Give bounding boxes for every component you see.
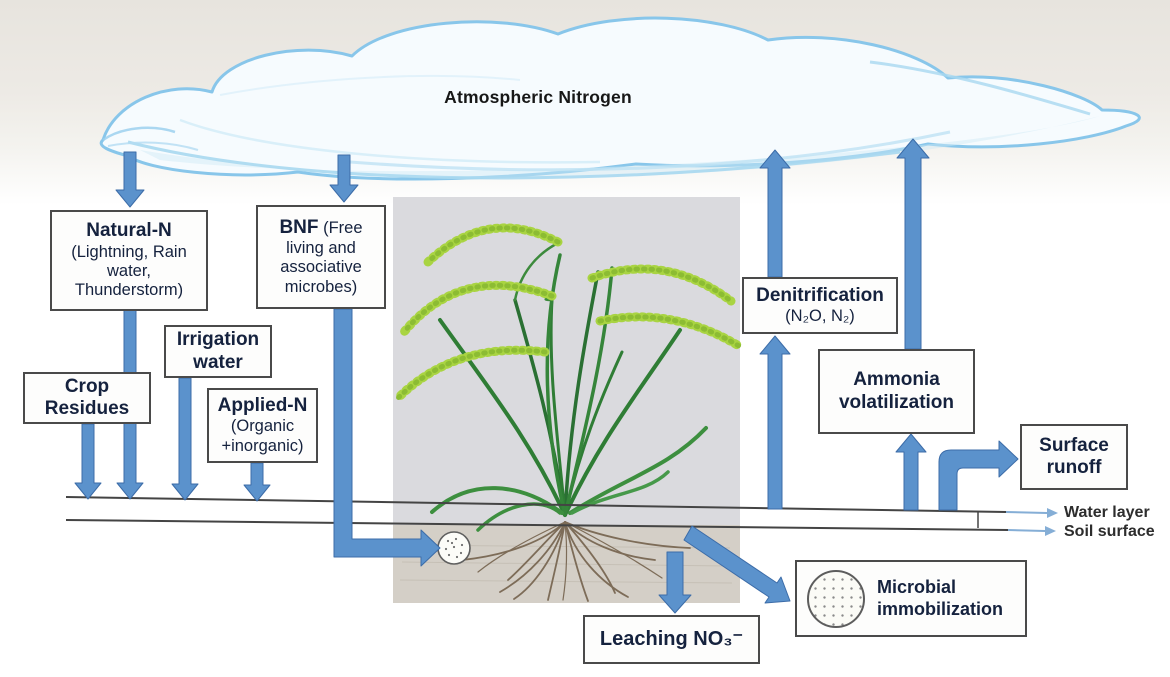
box-bnf: BNF (Free living and associative microbe… <box>256 205 386 309</box>
cloud-shape <box>99 16 1141 181</box>
arrow-soil-to-ammonia <box>895 433 927 511</box>
cloud-swirl <box>102 126 176 142</box>
water-layer-pointer <box>1005 511 1048 514</box>
denitrification-title: Denitrification <box>756 284 884 306</box>
arrow-irrigation-to-soil <box>171 377 199 501</box>
ammonia-volatilization-label: Ammonia volatilization <box>838 369 955 413</box>
cloud-wisp <box>179 118 601 164</box>
box-crop-residues: Crop Residues <box>23 372 151 424</box>
arrow-water-to-surface-runoff <box>938 440 1019 511</box>
rice-plant <box>430 241 708 532</box>
rice-panicles <box>393 223 744 403</box>
soil-surface-label: Soil surface <box>1064 523 1155 540</box>
ground-lines <box>65 496 1058 536</box>
arrow-cloud-to-natural-n <box>115 151 145 208</box>
leaching-no3-label: Leaching NO₃⁻ <box>599 627 744 650</box>
soil-surface-pointer-head <box>1045 526 1056 536</box>
arrow-bnf-to-soil-microbes <box>333 308 441 567</box>
cloud-wisp <box>349 130 951 172</box>
box-leaching-no3: Leaching NO₃⁻ <box>583 615 760 664</box>
box-microbial-immobilization: Microbial immobilization <box>795 560 1027 637</box>
arrow-crop-residues-to-soil <box>74 423 102 500</box>
arrow-denitrification-to-cloud <box>759 149 791 278</box>
arrow-root-zone-to-leaching <box>658 551 692 614</box>
box-natural-n: Natural-N (Lightning, Rain water, Thunde… <box>50 210 208 311</box>
box-irrigation-water: Irrigation water <box>164 325 272 378</box>
water-layer-pointer-head <box>1047 508 1058 518</box>
natural-n-sub: (Lightning, Rain water, Thunderstorm) <box>71 242 187 300</box>
surface-runoff-label: Surface runoff <box>1039 434 1109 478</box>
box-surface-runoff: Surface runoff <box>1020 424 1128 490</box>
bnf-title: BNF <box>279 216 319 238</box>
box-applied-n: Applied-N (Organic +inorganic) <box>207 388 318 463</box>
box-denitrification: Denitrification (N₂O, N₂) <box>742 277 898 334</box>
crop-residues-label: Crop Residues <box>44 375 130 419</box>
water-layer-label: Water layer <box>1064 504 1150 521</box>
soil-surface-line <box>65 519 1009 531</box>
cloud-swirl <box>107 141 199 151</box>
arrow-applied-n-to-soil <box>243 462 271 502</box>
cloud-title: Atmospheric Nitrogen <box>444 87 632 107</box>
arrow-cloud-to-bnf <box>329 154 359 203</box>
arrow-root-zone-to-microbial <box>683 525 791 604</box>
applied-n-sub: (Organic +inorganic) <box>221 417 304 455</box>
arrow-ammonia-to-cloud <box>896 138 930 350</box>
natural-n-title: Natural-N <box>86 220 172 242</box>
applied-n-title: Applied-N <box>217 395 308 417</box>
cloud-wisp <box>869 60 1091 116</box>
dotted-circle-soil-icon <box>437 531 471 565</box>
irrigation-water-label: Irrigation water <box>176 329 260 373</box>
box-ammonia-volatilization: Ammonia volatilization <box>818 349 975 434</box>
cloud-wisp <box>219 74 521 96</box>
soil-surface-pointer <box>1007 529 1046 532</box>
cloud-icon <box>99 16 1141 181</box>
water-layer-line <box>65 496 1007 513</box>
denitrification-sub: (N₂O, N₂) <box>785 306 855 325</box>
plant-roots <box>461 521 691 602</box>
microbial-immobilization-label: Microbial immobilization <box>877 577 1003 619</box>
arrow-soil-to-denitrification <box>759 335 791 510</box>
bnf-sub: (Free living and associative microbes) <box>280 218 363 296</box>
dotted-circle-microbial-icon <box>807 569 865 628</box>
